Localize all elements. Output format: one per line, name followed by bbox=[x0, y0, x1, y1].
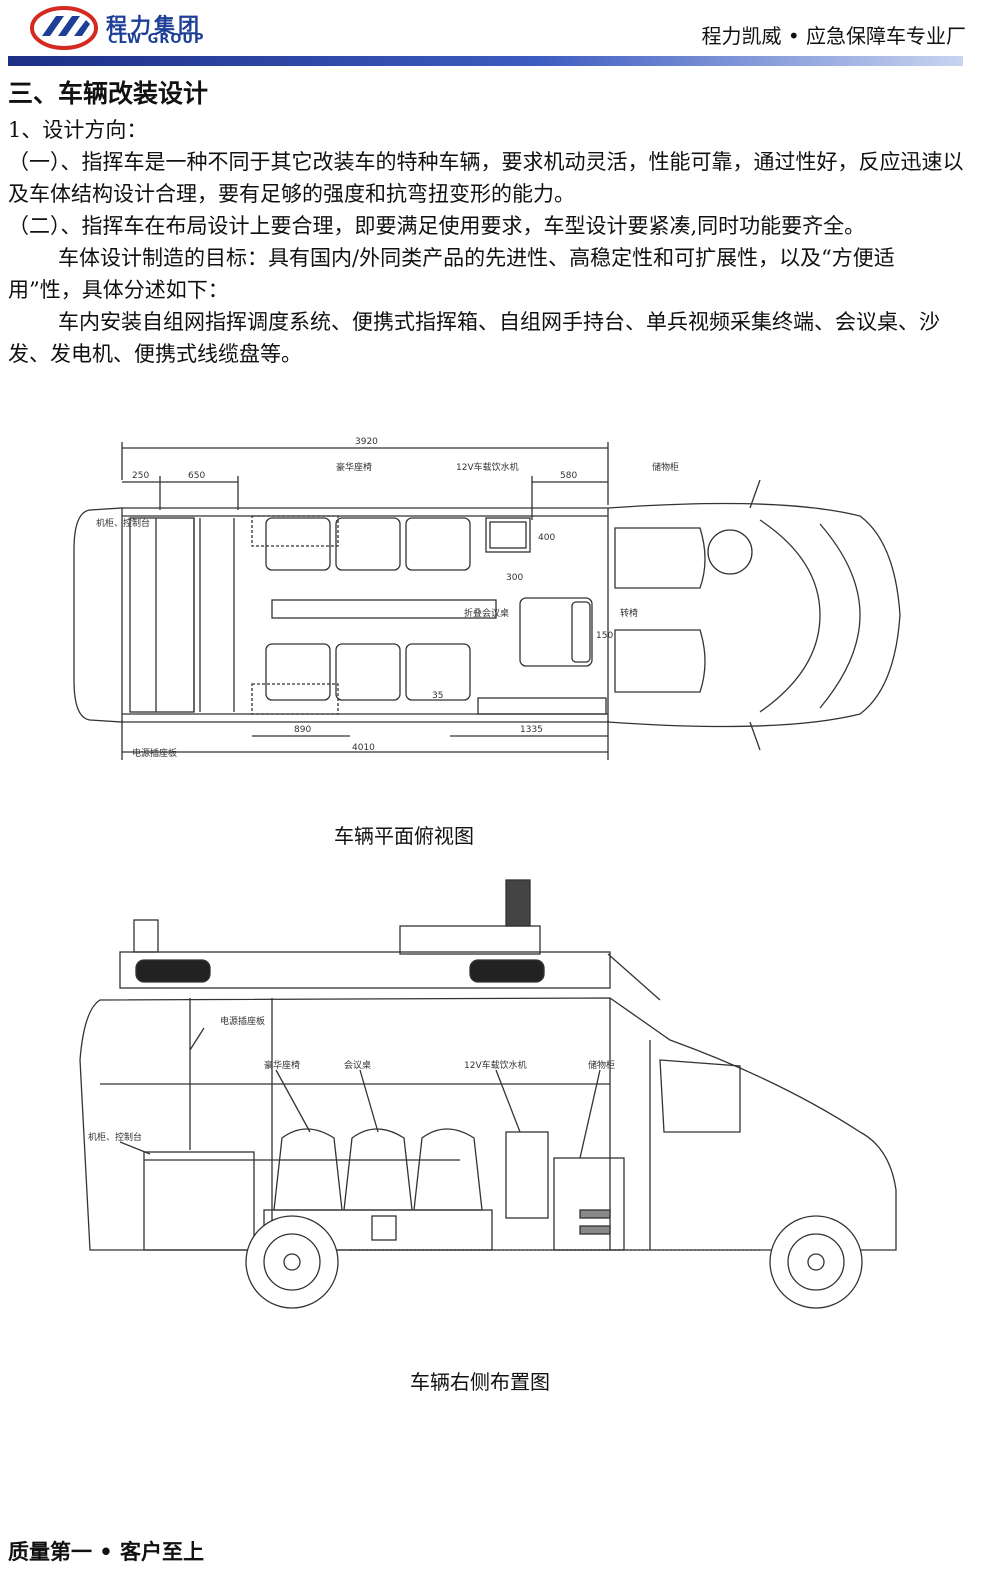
section-title: 三、车辆改装设计 bbox=[8, 79, 209, 108]
page-footer-motto: 质量第一 • 客户至上 bbox=[8, 1540, 205, 1564]
dim-250: 250 bbox=[132, 471, 149, 481]
logo-english-name: CLW GROUP bbox=[108, 32, 205, 47]
company-logo: 程力集团 CLW GROUP bbox=[30, 6, 250, 50]
document-body: 三、车辆改装设计 1、设计方向： （一）、指挥车是一种不同于其它改装车的特种车辆… bbox=[8, 74, 968, 370]
label-sofa: 豪华座椅 bbox=[336, 461, 372, 473]
dim-150: 150 bbox=[596, 631, 613, 641]
logo-chinese-name: 程力集团 bbox=[106, 14, 202, 38]
dim-650: 650 bbox=[188, 471, 205, 481]
paragraph-3: 车体设计制造的目标：具有国内/外同类产品的先进性、高稳定性和可扩展性，以及“方便… bbox=[8, 246, 895, 302]
side-label-sofa: 豪华座椅 bbox=[264, 1059, 300, 1071]
dim-400: 400 bbox=[538, 533, 555, 543]
label-water-dispenser: 12V车载饮水机 bbox=[456, 461, 519, 473]
paragraph-1: （一）、指挥车是一种不同于其它改装车的特种车辆，要求机动灵活，性能可靠，通过性好… bbox=[8, 150, 964, 206]
clw-logo-icon bbox=[30, 6, 98, 50]
plan-view-caption: 车辆平面俯视图 bbox=[334, 824, 474, 848]
label-cabinet: 机柜、控制台 bbox=[96, 517, 150, 529]
page-header: 程力集团 CLW GROUP 程力凯威 • 应急保障车专业厂 bbox=[0, 0, 1000, 70]
dim-4010: 4010 bbox=[352, 743, 375, 753]
header-slogan: 程力凯威 • 应急保障车专业厂 bbox=[701, 24, 966, 48]
section-subtitle: 1、设计方向： bbox=[8, 118, 148, 142]
label-table: 折叠会议桌 bbox=[464, 607, 509, 619]
side-label-water-dispenser: 12V车载饮水机 bbox=[464, 1059, 527, 1071]
dim-300: 300 bbox=[506, 573, 523, 583]
dim-3920: 3920 bbox=[355, 437, 378, 447]
paragraph-4: 车内安装自组网指挥调度系统、便携式指挥箱、自组网手持台、单兵视频采集终端、会议桌… bbox=[8, 310, 940, 366]
vehicle-plan-view-drawing: 3920 250 650 580 400 300 150 35 890 1335… bbox=[73, 437, 901, 760]
label-power-panel: 电源插座板 bbox=[132, 747, 177, 759]
dim-35: 35 bbox=[432, 691, 443, 701]
side-label-cabinet: 机柜、控制台 bbox=[88, 1131, 142, 1143]
dim-1335: 1335 bbox=[520, 725, 543, 735]
label-storage: 储物柜 bbox=[652, 461, 679, 473]
side-view-caption: 车辆右侧布置图 bbox=[410, 1370, 550, 1394]
dim-580: 580 bbox=[560, 471, 577, 481]
side-label-table: 会议桌 bbox=[344, 1059, 371, 1071]
vehicle-side-view-drawing: 电源插座板 豪华座椅 会议桌 12V车载饮水机 储物柜 机柜、控制台 bbox=[79, 879, 897, 1309]
side-label-power-panel: 电源插座板 bbox=[220, 1015, 265, 1027]
side-label-storage: 储物柜 bbox=[588, 1059, 615, 1071]
label-rotating-chair: 转椅 bbox=[620, 607, 638, 619]
header-divider-bar bbox=[8, 56, 963, 66]
paragraph-2: （二）、指挥车在布局设计上要合理，即要满足使用要求，车型设计要紧凑,同时功能要齐… bbox=[8, 214, 866, 238]
dim-890: 890 bbox=[294, 725, 311, 735]
